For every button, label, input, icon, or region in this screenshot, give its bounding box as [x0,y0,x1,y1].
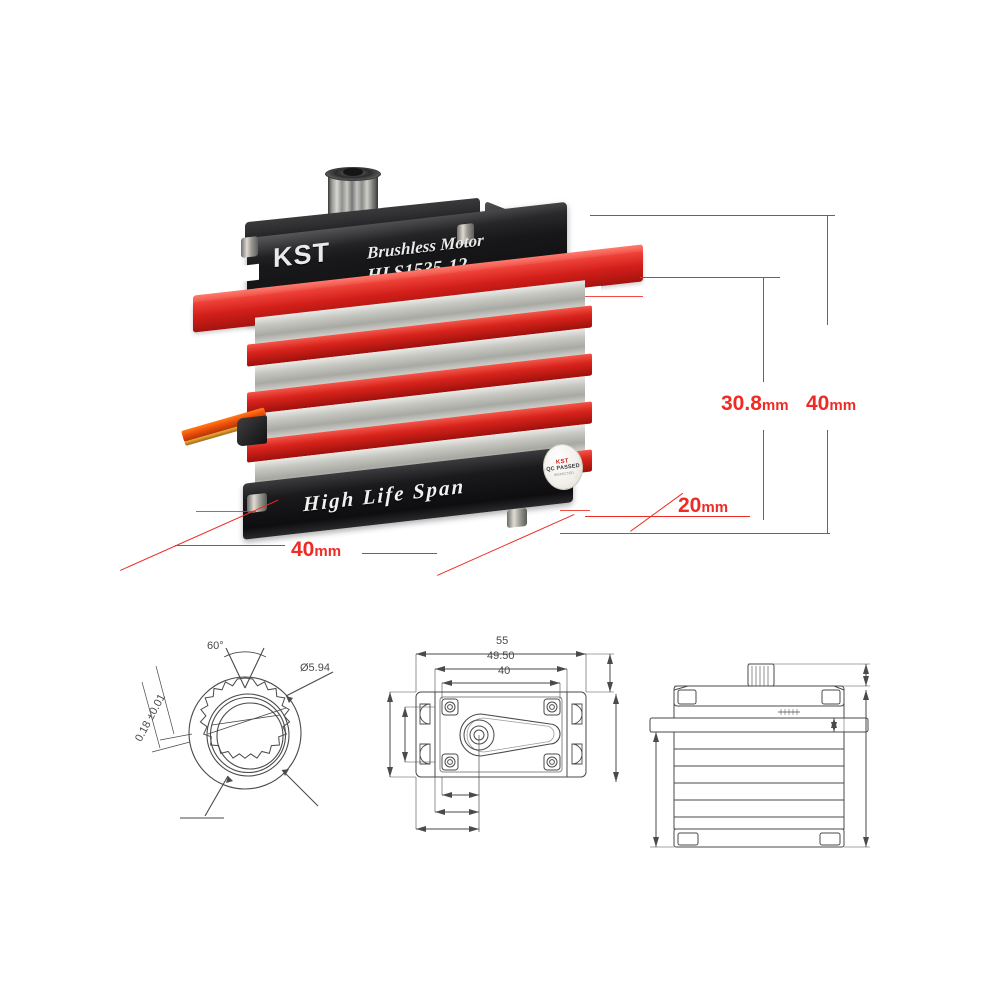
wire-strain-relief [237,415,267,447]
dim-line-overall-upper [827,215,828,325]
dim-line-depth [585,516,750,517]
flange-notch-left [237,263,259,283]
topview-label-overall-length: 55 [496,635,509,647]
dim-baseline-bottom-right [560,533,830,534]
dim-line-body-lower [763,430,764,520]
dim-label-body-height: 30.8mm [721,392,789,415]
top-view-drawing [387,651,619,832]
shaft-screw-icon [343,168,363,176]
dim-ext-bottom-right [560,510,590,511]
topview-label-body-length: 40 [498,665,511,677]
cap-screw-left-icon [241,236,258,258]
dim-ext-line-top-overall [590,215,835,216]
dim-line-width-right [362,553,437,554]
gear-label-outer-dia: Ø5.94 [300,662,330,674]
qc-sticker-sub: INSPECTED [553,470,574,477]
dim-line-overall-lower [827,430,828,533]
brand-logo-kst: KST [273,236,330,274]
gear-teeth [199,677,291,759]
dim-ext-bottom-left [196,511,256,512]
side-view-drawing [649,663,870,848]
gear-label-tooth-angle: 60° [207,640,224,652]
dim-ext-line-body-top [640,277,780,278]
base-screw-right-icon [507,507,527,529]
servo-product-photo: KST Brushless Motor HLS1535-12 [181,165,643,540]
product-photo-section: KST Brushless Motor HLS1535-12 [120,165,857,576]
dim-ext-flange-right [585,296,643,297]
dim-line-body-upper [763,277,764,382]
dim-line-width-left [175,545,285,546]
dim-label-overall-height: 40mm [806,392,857,415]
gear-profile-drawing [141,647,334,819]
technical-drawings-section: 60° Ø5.94 0.18 ±0.01 45.60° (Ø5.10) R0.1 [0,610,1000,900]
dim-label-depth: 20mm [678,494,729,517]
dim-label-width: 40mm [291,538,342,561]
topview-label-mount-length: 49.50 [487,650,515,662]
